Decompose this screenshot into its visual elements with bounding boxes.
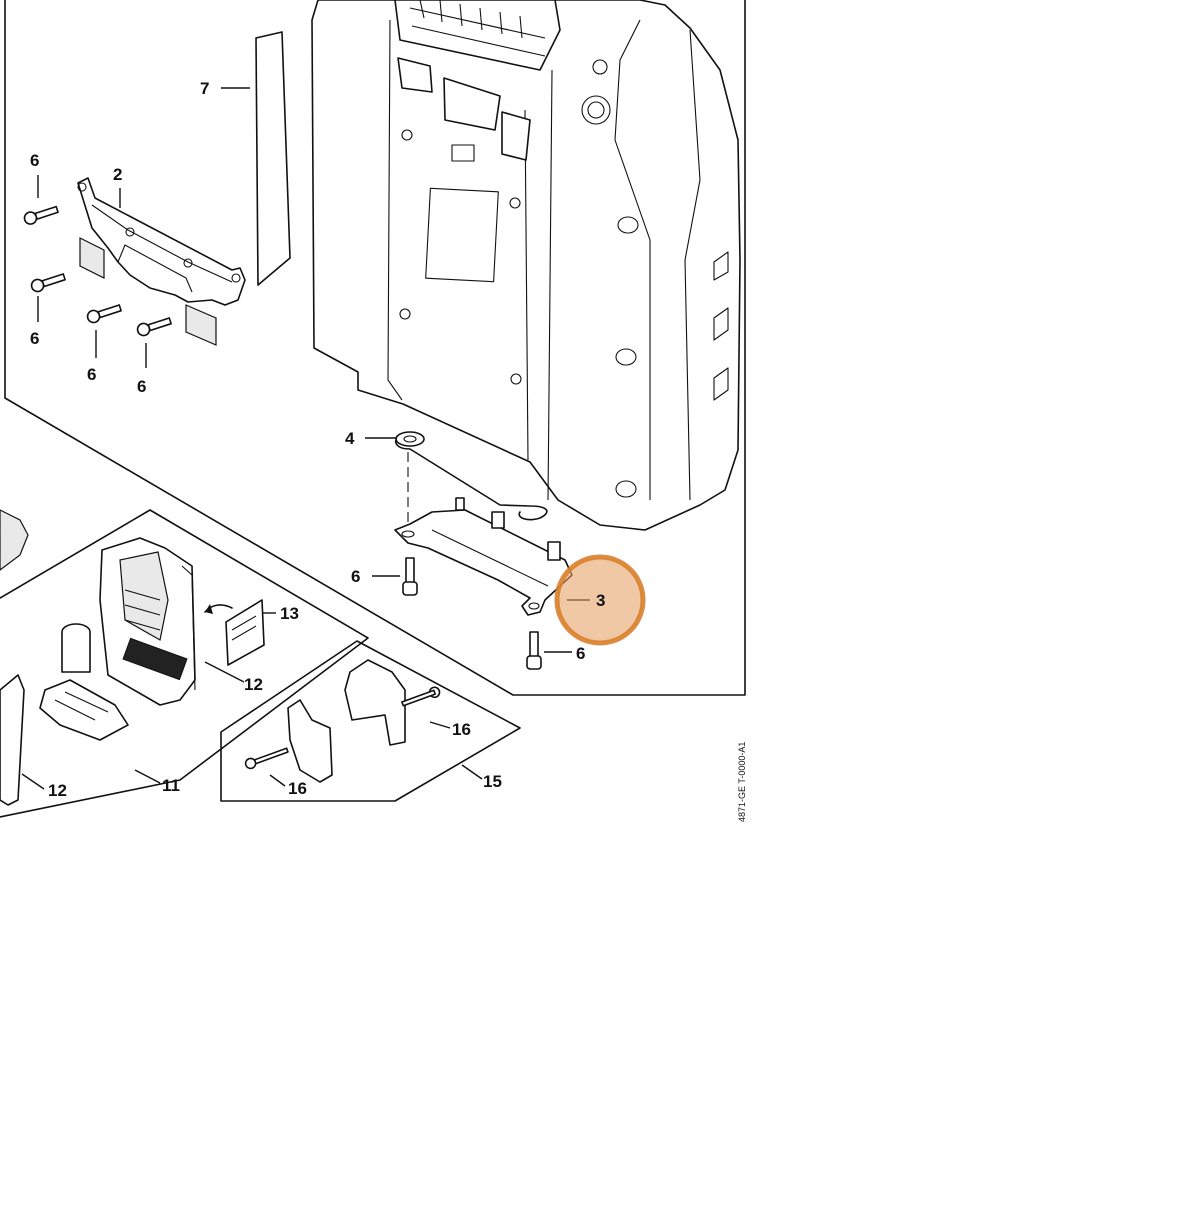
screws-part-16 — [244, 686, 441, 770]
frame-lines — [0, 0, 746, 818]
part-7-strip — [255, 31, 291, 286]
part-4-rod — [394, 431, 548, 530]
part-2-bracket — [77, 177, 246, 346]
callout-4: 4 — [345, 429, 355, 448]
part-12-cover — [0, 509, 29, 806]
main-housing — [311, 0, 741, 531]
part-11-connector — [39, 623, 129, 741]
callout-6: 6 — [30, 329, 39, 348]
callout-7: 7 — [200, 79, 209, 98]
screws-part-6 — [23, 205, 542, 670]
callout-6: 6 — [30, 151, 39, 170]
callout-16: 16 — [452, 720, 471, 739]
part-15-clamp — [287, 659, 406, 783]
highlight-circle[interactable] — [554, 554, 646, 646]
callout-6: 6 — [576, 644, 585, 663]
part-13-label — [204, 599, 265, 666]
part-3-bracket — [394, 497, 573, 616]
callout-3[interactable]: 3 — [596, 591, 605, 610]
callout-13: 13 — [280, 604, 299, 623]
callout-16: 16 — [288, 779, 307, 798]
callout-6: 6 — [351, 567, 360, 586]
callout-15: 15 — [483, 772, 502, 791]
callout-12: 12 — [244, 675, 263, 694]
part-12-housing — [99, 537, 196, 706]
drawing-code: 4871-GE T-0000-A1 — [737, 742, 747, 822]
callout-2: 2 — [113, 165, 122, 184]
callout-12: 12 — [48, 781, 67, 800]
callout-6: 6 — [137, 377, 146, 396]
callout-11: 11 — [162, 776, 180, 795]
callout-6: 6 — [87, 365, 96, 384]
callout-labels: 7 6 2 6 6 6 4 6 3 6 13 12 16 12 11 16 15 — [30, 79, 605, 800]
